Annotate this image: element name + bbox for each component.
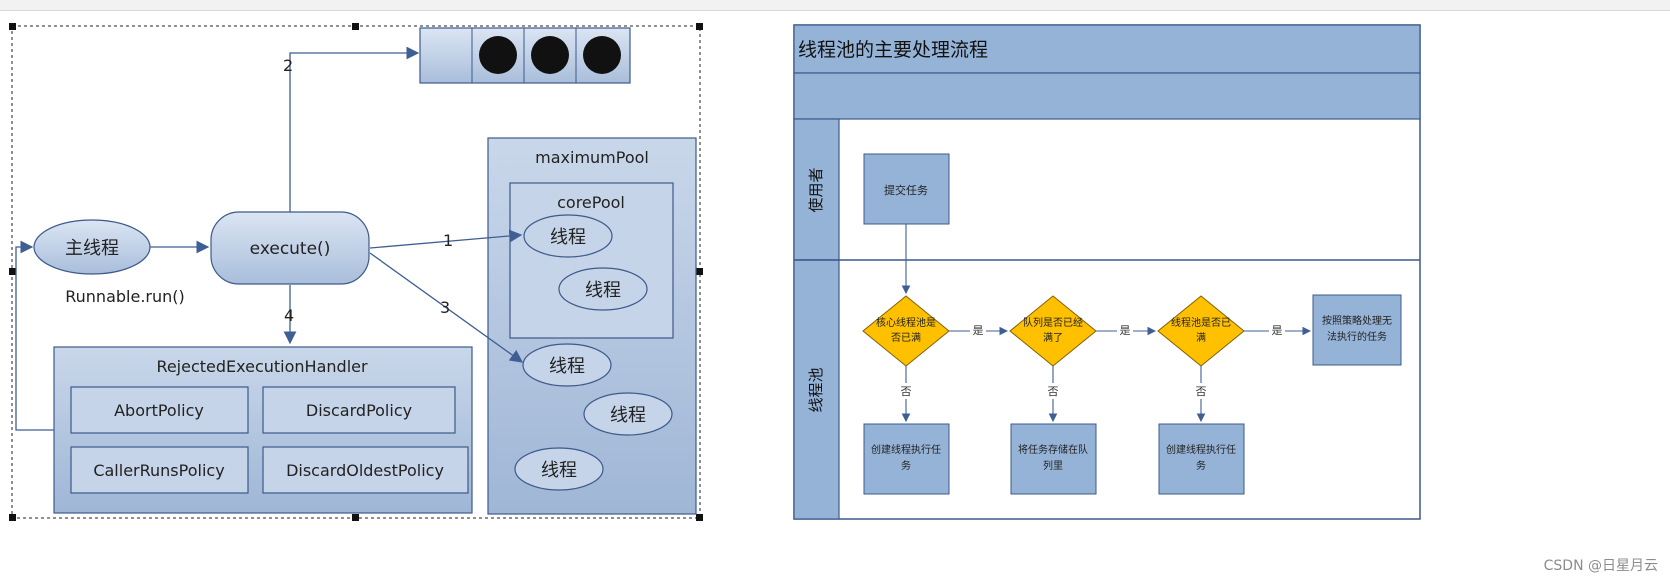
submit-task-box: 提交任务 — [863, 153, 950, 225]
svg-text:创建线程执行任: 创建线程执行任 — [1166, 443, 1236, 456]
svg-text:满: 满 — [1196, 332, 1206, 344]
policy-abort: AbortPolicy — [70, 386, 249, 434]
policy-caller-runs: CallerRunsPolicy — [70, 446, 249, 494]
flow-arrows — [15, 46, 524, 431]
decision-queue-full: 队列是否已经 满了 — [1009, 295, 1097, 367]
svg-text:务: 务 — [1196, 459, 1206, 472]
svg-text:队列是否已经: 队列是否已经 — [1023, 316, 1083, 329]
arrow-label-4: 4 — [284, 306, 294, 325]
yes-label: 是 — [1272, 324, 1283, 337]
queued-task-dot — [479, 36, 517, 74]
svg-text:DiscardPolicy: DiscardPolicy — [306, 401, 412, 420]
thread-pool-architecture-diagram: maximumPool corePool 线程 线程 线程 线程 线程 主线程 … — [9, 23, 703, 521]
yes-label: 是 — [973, 324, 984, 337]
lane-user-label: 使用者 — [807, 167, 825, 212]
svg-text:AbortPolicy: AbortPolicy — [114, 401, 204, 420]
core-pool-box — [509, 182, 674, 339]
decision-pool-full: 线程池是否已 满 — [1157, 295, 1245, 367]
store-in-queue-box: 将任务存储在队 列里 — [1010, 423, 1097, 495]
arrow-label-1: 1 — [443, 231, 453, 250]
svg-text:将任务存储在队: 将任务存储在队 — [1018, 443, 1088, 456]
lane-pool-label: 线程池 — [807, 367, 825, 412]
svg-text:线程: 线程 — [541, 460, 577, 481]
csdn-watermark: CSDN @日星月云 — [1543, 558, 1658, 574]
rejected-handler-title: RejectedExecutionHandler — [156, 357, 368, 376]
lane-label-column-pool — [793, 259, 840, 520]
top-toolbar-strip — [0, 0, 1670, 11]
svg-text:主线程: 主线程 — [65, 238, 119, 259]
runnable-run-label: Runnable.run() — [65, 287, 185, 306]
svg-text:务: 务 — [901, 459, 911, 472]
queued-task-dot — [583, 36, 621, 74]
create-extra-thread-box: 创建线程执行任 务 — [1158, 423, 1245, 495]
flowchart-title-bar — [793, 24, 1421, 74]
reject-policy-box: 按照策略处理无 法执行的任务 — [1312, 294, 1402, 366]
create-core-thread-box: 创建线程执行任 务 — [863, 423, 950, 495]
main-thread-ellipse: 主线程 — [33, 219, 151, 275]
no-label: 否 — [901, 385, 912, 398]
svg-text:线程: 线程 — [610, 405, 646, 426]
svg-text:execute(): execute() — [250, 239, 331, 259]
svg-text:CallerRunsPolicy: CallerRunsPolicy — [93, 461, 224, 480]
svg-text:线程: 线程 — [585, 280, 621, 301]
arrow-label-3: 3 — [440, 298, 450, 317]
svg-text:核心线程池是: 核心线程池是 — [876, 316, 936, 329]
selection-handles — [9, 23, 703, 521]
task-queue — [419, 27, 631, 84]
policy-discard-oldest: DiscardOldestPolicy — [262, 446, 469, 494]
lane-label-column-user — [793, 118, 840, 261]
thread-ellipse: 线程 — [523, 214, 613, 258]
core-pool-label: corePool — [557, 193, 625, 212]
thread-ellipse: 线程 — [558, 267, 648, 311]
flowchart-title: 线程池的主要处理流程 — [798, 39, 988, 61]
no-label: 否 — [1048, 385, 1059, 398]
svg-text:否已满: 否已满 — [891, 332, 921, 344]
svg-text:提交任务: 提交任务 — [884, 183, 928, 197]
svg-text:创建线程执行任: 创建线程执行任 — [871, 443, 941, 456]
svg-text:DiscardOldestPolicy: DiscardOldestPolicy — [286, 461, 444, 480]
thread-ellipse: 线程 — [583, 392, 673, 436]
queued-task-dot — [531, 36, 569, 74]
svg-text:法执行的任务: 法执行的任务 — [1327, 330, 1387, 343]
thread-ellipse: 线程 — [522, 343, 612, 387]
yes-label: 是 — [1120, 324, 1131, 337]
maximum-pool-label: maximumPool — [535, 148, 649, 167]
svg-text:线程: 线程 — [549, 356, 585, 377]
thread-pool-flowchart: 线程池的主要处理流程 使用者 线程池 提交任务 核心线程池是 否已满 队列是否已… — [793, 24, 1421, 520]
policy-discard: DiscardPolicy — [262, 386, 456, 434]
arrow-label-2: 2 — [283, 56, 293, 75]
svg-text:列里: 列里 — [1043, 459, 1063, 472]
svg-text:满了: 满了 — [1043, 332, 1063, 344]
svg-text:按照策略处理无: 按照策略处理无 — [1322, 314, 1392, 327]
svg-text:线程: 线程 — [550, 227, 586, 248]
thread-ellipse: 线程 — [514, 447, 604, 491]
decision-core-pool-full: 核心线程池是 否已满 — [862, 295, 950, 367]
no-label: 否 — [1196, 385, 1207, 398]
svg-text:线程池是否已: 线程池是否已 — [1171, 316, 1231, 329]
execute-box: execute() — [210, 211, 370, 285]
flowchart-subheader-bar — [793, 72, 1421, 120]
